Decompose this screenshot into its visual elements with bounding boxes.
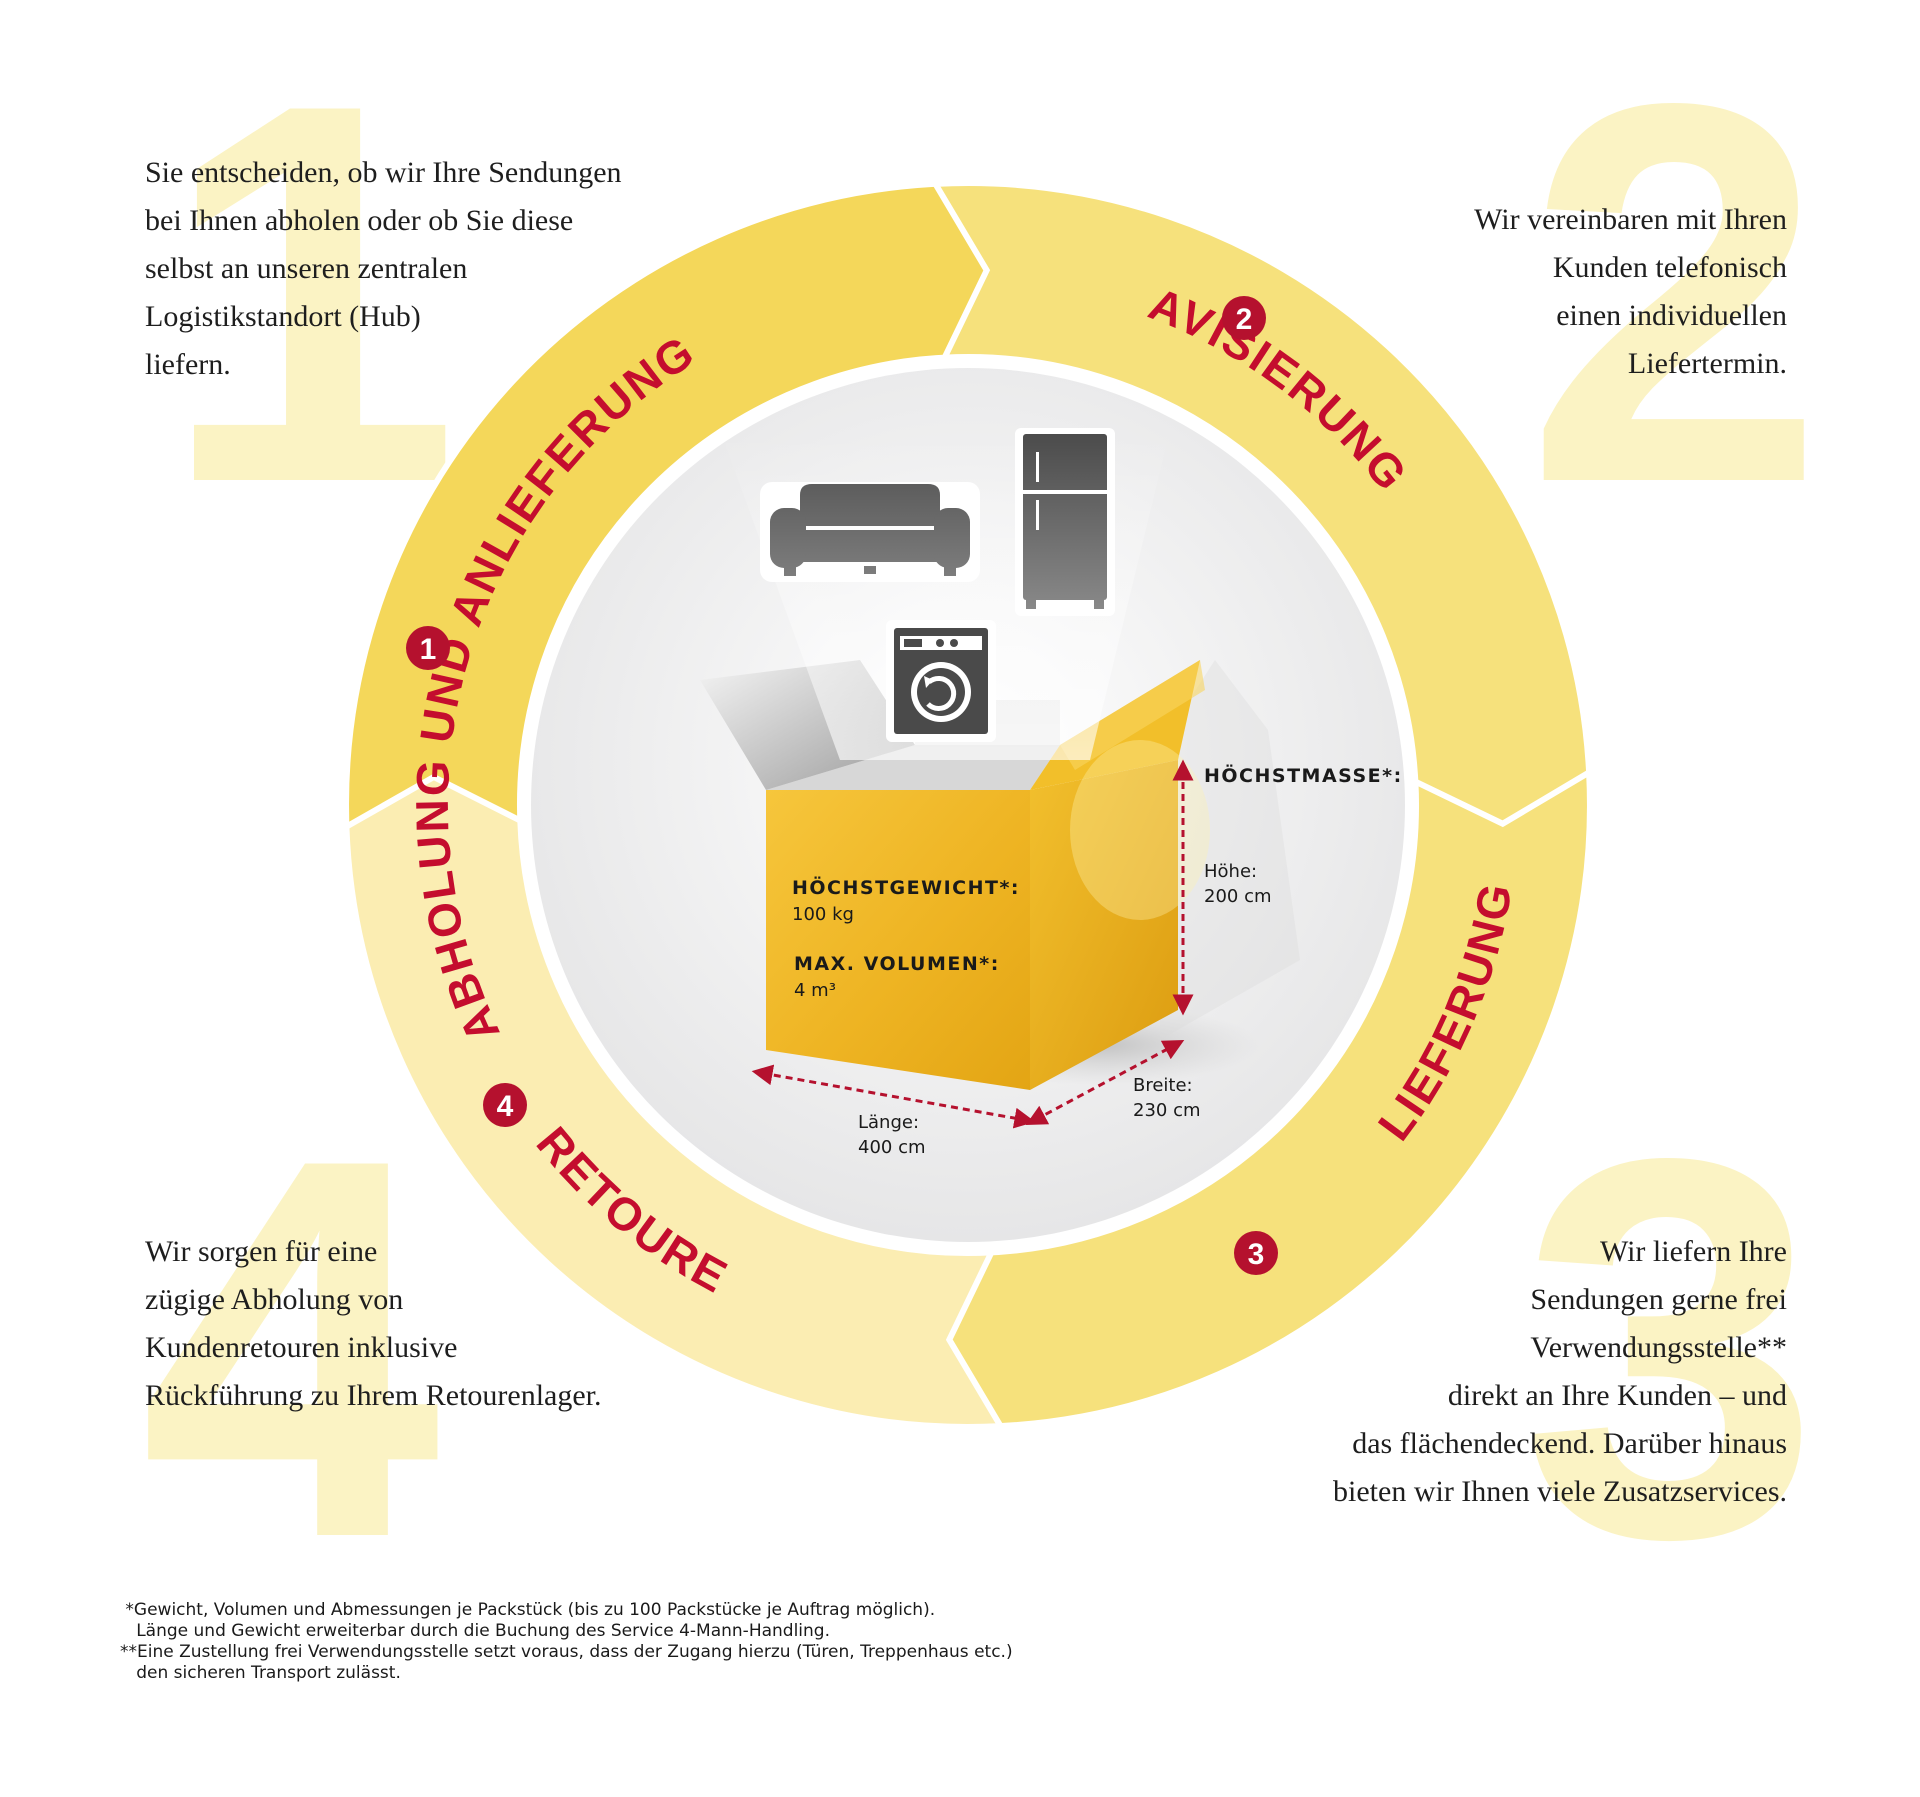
length-value: 400 cm [858, 1137, 926, 1158]
height-value: 200 cm [1204, 886, 1272, 907]
big-number-4: 4 [140, 1047, 444, 1650]
footnote-line: *Gewicht, Volumen und Abmessungen je Pac… [120, 1600, 936, 1620]
background-numbers: 1 2 3 4 [140, 0, 1825, 1650]
height-label: Höhe: [1204, 861, 1257, 882]
length-label: Länge: [858, 1112, 919, 1133]
step-description-3: Wir liefern Ihre Sendungen gerne frei Ve… [1333, 1235, 1787, 1508]
max-weight-label: HÖCHSTGEWICHT*: [792, 875, 1020, 899]
step-description-1: Sie entscheiden, ob wir Ihre Sendungen b… [145, 156, 622, 381]
step-marker-1: 1 [406, 626, 450, 670]
dimension-arrows [751, 759, 1194, 1129]
shipping-box [700, 430, 1300, 1090]
big-number-2: 2 [1525, 0, 1825, 595]
max-dimensions-label: HÖCHSTMASSE*: [1204, 763, 1403, 787]
ring-segment-4 [343, 773, 1006, 1430]
max-weight-value: 100 kg [792, 904, 854, 925]
footnotes: *Gewicht, Volumen und Abmessungen je Pac… [120, 1600, 1013, 1684]
svg-text:4: 4 [497, 1090, 514, 1123]
step-marker-2: 2 [1222, 296, 1266, 340]
big-number-1: 1 [160, 0, 460, 595]
max-volume-value: 4 m³ [794, 980, 836, 1001]
length-arrow [751, 1064, 1036, 1129]
step-marker-4: 4 [483, 1083, 527, 1127]
max-volume-label: MAX. VOLUMEN*: [794, 953, 1000, 975]
svg-text:1: 1 [420, 633, 437, 666]
step-marker-3: 3 [1234, 1231, 1278, 1275]
width-arrow [1025, 1040, 1185, 1125]
process-ring [343, 180, 1593, 1430]
svg-text:3: 3 [1248, 1238, 1265, 1271]
footnote-line: Länge und Gewicht erweiterbar durch die … [120, 1621, 830, 1641]
box-specs: HÖCHSTGEWICHT*: 100 kg MAX. VOLUMEN*: 4 … [792, 763, 1403, 1158]
width-label: Breite: [1133, 1075, 1193, 1096]
width-value: 230 cm [1133, 1100, 1201, 1121]
step-description-2: Wir vereinbaren mit Ihren Kunden telefon… [1474, 203, 1787, 380]
washing-machine-icon [886, 620, 996, 742]
svg-text:2: 2 [1236, 303, 1253, 336]
big-number-3: 3 [1520, 1047, 1820, 1650]
step-description-4: Wir sorgen für eine zügige Abholung von … [145, 1235, 602, 1412]
footnote-line: den sicheren Transport zulässt. [120, 1663, 401, 1683]
footnote-line: **Eine Zustellung frei Verwendungsstelle… [120, 1642, 1013, 1662]
